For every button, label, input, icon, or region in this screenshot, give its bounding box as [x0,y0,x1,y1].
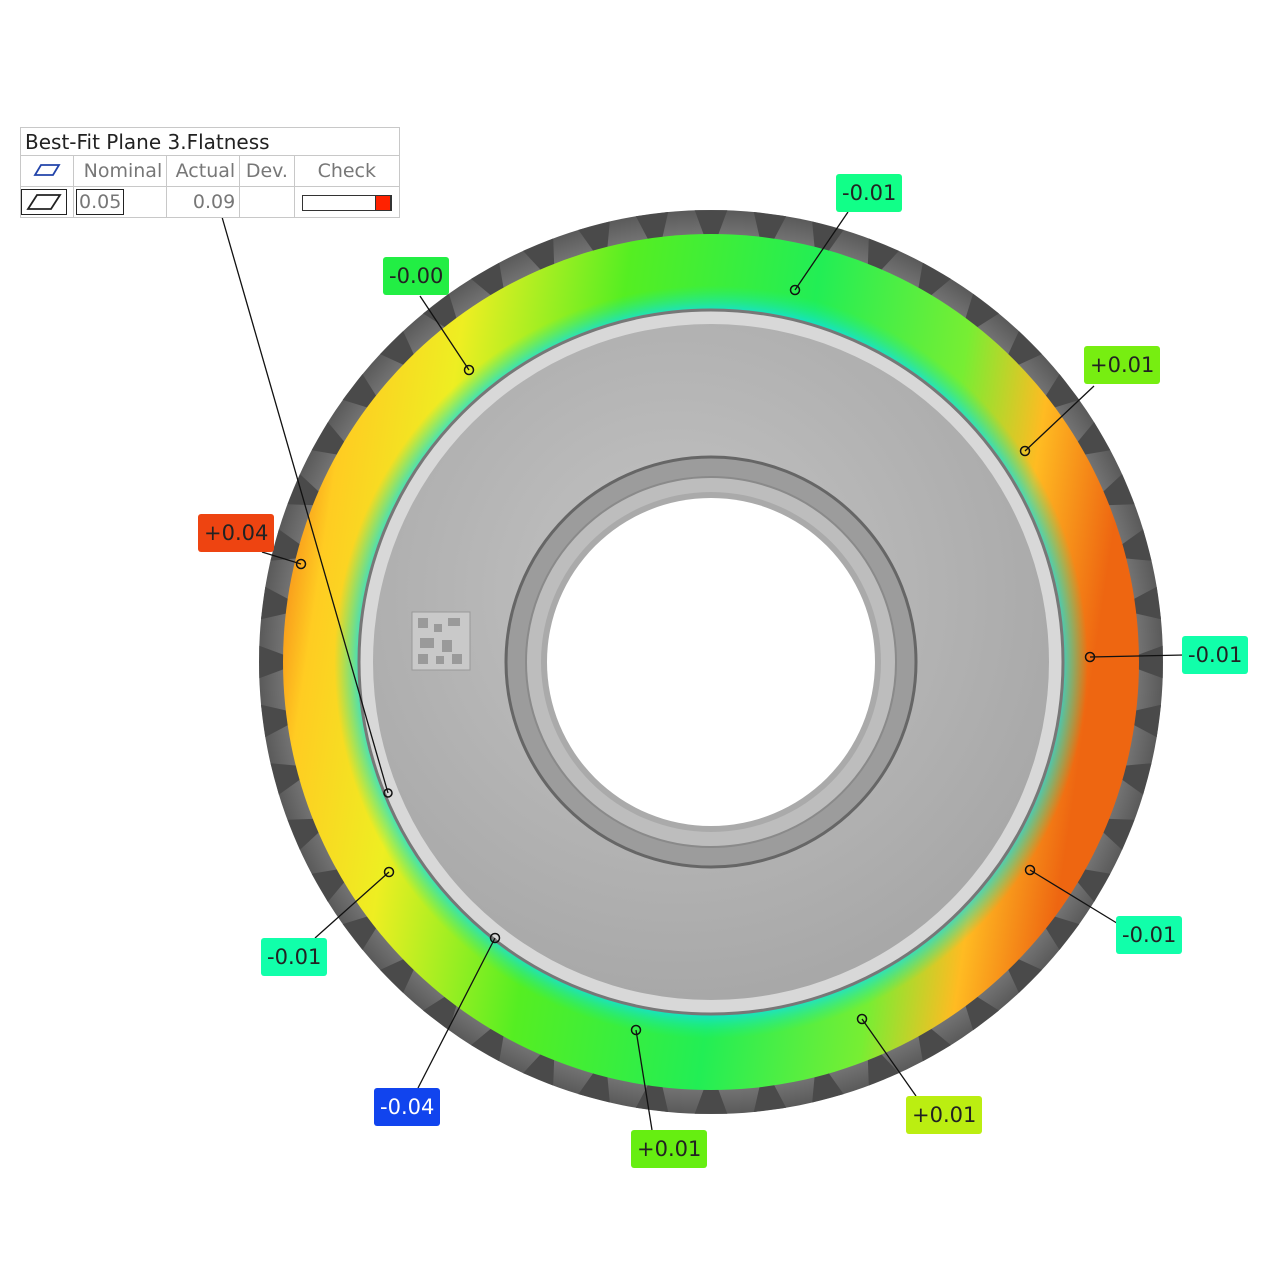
deviation-callout-6[interactable]: -0.01 [1116,916,1183,954]
point-table [383,788,393,798]
deviation-callout-1[interactable]: -0.01 [836,174,903,212]
flatness-symbol-cell [20,186,74,218]
deviation-callout-7[interactable]: -0.01 [261,938,328,976]
gear-tooth [694,210,728,244]
flatness-parallelogram-icon [33,164,61,176]
leader-c1 [794,211,849,291]
flatness-parallelogram-icon [21,189,67,215]
gear-tooth [694,1080,728,1114]
header-dev: Dev. [239,155,295,187]
datamatrix-marking-icon [411,611,471,671]
deviation-callout-3[interactable]: +0.01 [1084,346,1161,384]
deviation-callout-2[interactable]: -0.00 [383,257,450,295]
measurement-points [295,284,1096,1036]
leader-c3 [1024,385,1095,452]
point-c1 [789,284,801,296]
leader-c9 [635,1029,653,1131]
table-title: Best-Fit Plane 3.Flatness [20,127,400,156]
part-center-bore [547,498,875,826]
point-c6 [1024,864,1036,876]
leader-c5 [1089,654,1185,658]
gear-tooth [259,645,293,679]
check-indicator-cell [293,186,401,218]
gear-tooth [1129,645,1163,679]
point-c8 [489,932,501,944]
point-c10 [856,1013,868,1025]
point-c7 [383,866,395,878]
header-actual: Actual [166,155,241,187]
deviation-callout-8[interactable]: -0.04 [374,1088,441,1126]
point-c2 [463,364,475,376]
leader-c8 [417,937,496,1089]
flatness-symbol-header [20,155,74,187]
deviation-callout-10[interactable]: +0.01 [906,1096,983,1134]
value-nominal-cell: 0.05 [72,186,168,218]
deviation-callout-5[interactable]: -0.01 [1182,636,1249,674]
check-tolerance-bar [301,194,392,211]
leader-c10 [861,1018,917,1097]
leader-c7 [314,871,390,939]
header-nominal: Nominal [72,155,168,187]
leader-c6 [1029,869,1121,926]
leader-c2 [419,295,470,371]
value-actual: 0.09 [166,186,241,218]
point-c9 [630,1024,642,1036]
header-check: Check [293,155,401,187]
flatness-result-table[interactable]: Best-Fit Plane 3.Flatness Nominal Actual… [20,127,401,218]
point-c5 [1084,651,1096,663]
value-dev [239,186,295,218]
point-c3 [1019,445,1031,457]
leader-c4 [261,551,302,565]
deviation-callout-9[interactable]: +0.01 [631,1130,708,1168]
check-status-fill [374,194,391,211]
callout-leader-lines [221,211,1185,1131]
leader-table [221,216,389,794]
deviation-callout-4[interactable]: +0.04 [198,514,275,552]
point-c4 [295,558,307,570]
value-nominal: 0.05 [76,189,125,215]
